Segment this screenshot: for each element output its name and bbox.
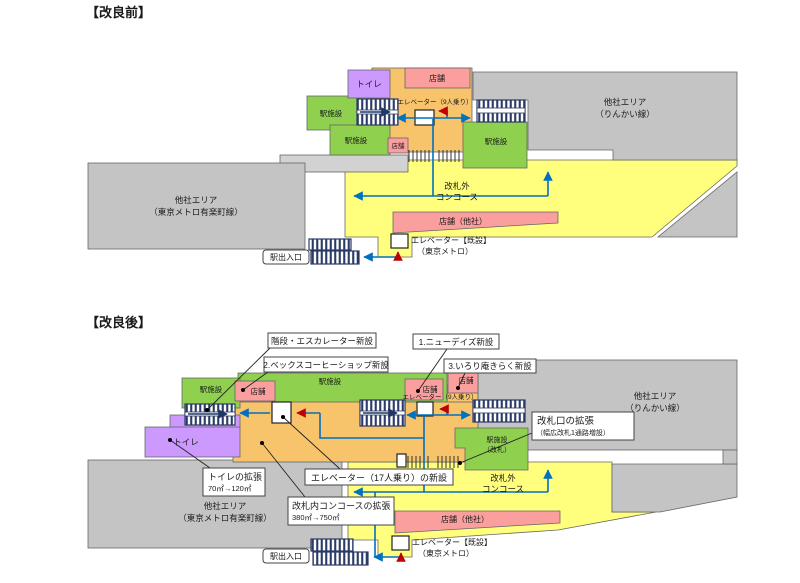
facility-left-label: 駅施設: [200, 384, 223, 394]
facility-gate-label-2: （改札）: [483, 445, 511, 454]
stairs-left-after-icon: [184, 403, 236, 426]
facility-lower-label: 駅施設: [345, 135, 368, 145]
toilet-after-label: トイレ: [173, 437, 199, 447]
escalator-right-icon: [476, 99, 526, 123]
rinkai-label-1: 他社エリア: [604, 97, 647, 107]
flow-line-bend: [319, 413, 424, 439]
shop-becks-label: 店舗: [251, 386, 266, 396]
outside-concourse-after-label-1: 改札外: [490, 473, 516, 483]
callout-becks-label: 2.ベックスコーヒーショップ新設: [263, 360, 389, 370]
diagram-before: 【改良前】: [86, 5, 738, 265]
elevator-9-after-box: [416, 401, 434, 417]
outside-concourse-label-1: 改札外: [444, 181, 470, 191]
elevator-existing-after-label-2: （東京メトロ）: [418, 548, 474, 558]
outside-concourse-label-2: コンコース: [436, 192, 478, 202]
area-shop-other-after: [394, 510, 561, 534]
area-toilet: [347, 69, 391, 99]
elevator-existing-after-label-1: エレベーター【既設】: [412, 537, 492, 547]
area-shop-other: [392, 211, 559, 234]
shop-irorian-label: 店舗: [459, 375, 474, 385]
rinkai-label-2: （りんかい線）: [595, 109, 655, 119]
shop-newdays-label: 店舗: [423, 384, 438, 394]
diagram-after: 【改良後】: [86, 315, 738, 566]
title-after: 【改良後】: [86, 315, 151, 330]
elevator-existing-label-1: エレベーター【既設】: [411, 235, 491, 245]
area-rinkai-slot-end: [722, 449, 738, 465]
toilet-label: トイレ: [356, 79, 382, 89]
callout-becks-box: [263, 356, 389, 373]
title-before: 【改良前】: [86, 5, 151, 20]
stairs-left-icon: [356, 98, 399, 126]
rinkai-after-label-1: 他社エリア: [634, 391, 677, 401]
callout-newdays-box: [412, 333, 500, 350]
callout-toilet-label-2: 70㎡→120㎡: [208, 484, 252, 493]
area-metro: [87, 162, 306, 250]
callout-leaders: [168, 347, 533, 498]
metro-label-1: 他社エリア: [175, 195, 218, 205]
elevator9-after-label: エレベーター（9人乗り）: [402, 392, 477, 401]
facility-right-label: 駅施設: [485, 136, 508, 146]
callout-gate-label-2: （幅広改札1通路増設）: [536, 428, 610, 437]
facility-band-label: 駅施設: [319, 376, 342, 386]
entrance-after-label-box: [262, 548, 310, 564]
entrance-label: 駅出入口: [270, 252, 302, 262]
callout-gate-box: [531, 411, 635, 441]
area-othercompany-wedge-after: [611, 463, 738, 513]
area-facility-gate: [454, 427, 529, 471]
callout-stairs-box: [267, 332, 377, 349]
area-shop-small: [387, 137, 409, 154]
entrance-after-label: 駅出入口: [270, 551, 302, 561]
callout-concourse-label-1: 改札内コンコースの拡張: [292, 500, 391, 511]
metro-label-2: （東京メトロ有楽町線）: [149, 207, 243, 217]
elevator-existing-box: [390, 233, 409, 249]
callout-toilet-box: [202, 467, 266, 497]
callout-newdays-label: 1.ニューデイズ新設: [419, 337, 494, 347]
rinkai-after-label-2: （りんかい線）: [625, 403, 685, 413]
elevator-existing-label-2: （東京メトロ）: [417, 246, 473, 256]
callout-stairs-label: 階段・エスカレーター新設: [271, 336, 374, 346]
shop-top-label: 店舗: [429, 73, 445, 83]
entrance-stairs-icon: [308, 238, 360, 265]
callout-gate-label-1: 改札口の拡張: [537, 415, 595, 427]
callout-concourse-label-2: 380㎡→750㎡: [292, 513, 340, 522]
shop-other-label: 店舗（他社）: [439, 216, 487, 226]
facility-gate-label-1: 駅施設: [487, 435, 508, 444]
flow-arrow-to-elevator9: [438, 106, 448, 118]
area-shop-newdays: [404, 378, 444, 401]
entrance-stairs-after-icon: [310, 538, 369, 566]
shop-small-label: 店舗: [392, 141, 406, 150]
callout-toilet-label-1: トイレの拡張: [208, 471, 262, 482]
callout-concourse-box: [287, 496, 395, 526]
escalator-right-after-icon: [472, 399, 526, 423]
facility-upper-label: 駅施設: [320, 108, 343, 118]
shop-other-after-label: 店舗（他社）: [441, 514, 489, 524]
area-othercompany-wedge: [656, 171, 738, 238]
area-facility-upper: [306, 95, 360, 131]
elevator9-label: エレベーター（9人乗り）: [397, 97, 472, 106]
ticket-gates-icon: [408, 150, 460, 162]
callout-elevator17-label: エレベーター（17人乗り）の新設: [311, 472, 447, 483]
area-outside-concourse: [344, 159, 738, 258]
stairs-center-after-icon: [359, 399, 406, 427]
flow-arrow-to-elevator9-after: [439, 404, 449, 415]
callout-irorian-box: [443, 358, 537, 374]
callout-irorian-label: 3.いろり庵きらく新設: [448, 361, 532, 371]
metro-after-label-1: 他社エリア: [204, 501, 247, 511]
elevator-existing-after-box: [391, 535, 410, 551]
gate-booth-icon: [396, 453, 407, 468]
elevator-17-box: [271, 401, 292, 424]
area-shop-top: [404, 67, 471, 89]
area-toilet-main: [144, 426, 241, 458]
callout-elevator17-box: [304, 468, 454, 486]
entrance-label-box: [262, 249, 310, 265]
outside-concourse-after-label-2: コンコース: [482, 484, 524, 494]
area-facility-right: [462, 121, 528, 169]
metro-after-label-2: （東京メトロ有楽町線）: [178, 513, 272, 523]
